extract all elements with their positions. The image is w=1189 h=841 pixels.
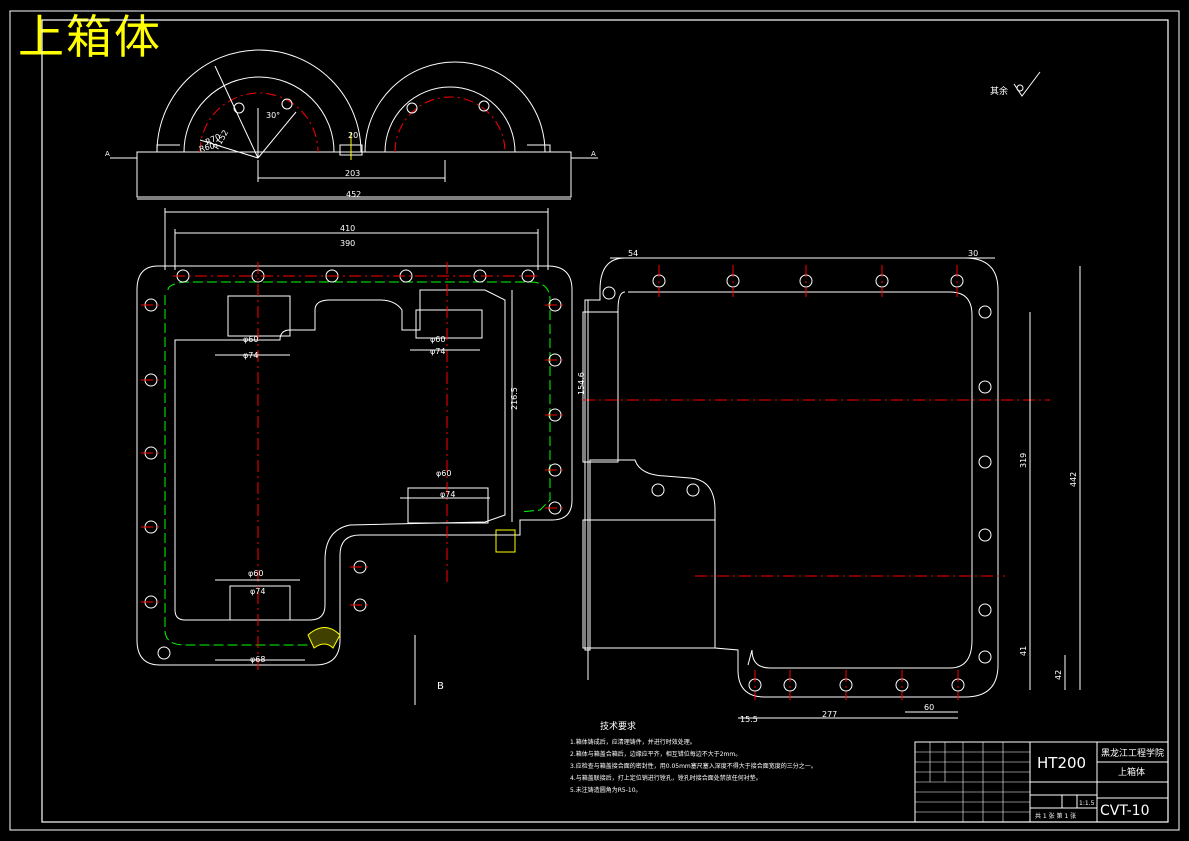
view-label-b: B [437,681,444,692]
title-block-part-name: 上箱体 [1118,766,1145,778]
dim-30: 30 [968,249,978,258]
dim-277: 277 [822,710,837,719]
tech-req-line-4: 4.与箱盖联接后，打上定位销进行镗孔，镗孔时接合面处禁放任何衬垫。 [570,774,762,782]
title-block-scale: 1:1.5 [1079,800,1095,807]
dim-442: 442 [1069,472,1078,487]
dim-phi60-b: φ60 [430,335,445,344]
dim-phi60-d: φ60 [248,569,263,578]
title-block-material: HT200 [1037,754,1086,772]
tech-req-line-1: 1.箱体铸成后，应清理铸件，并进行时效处理。 [570,738,696,746]
dim-154-6: 154.6 [577,372,586,395]
outer-border [9,10,1180,831]
dim-410: 410 [340,224,355,233]
section-mark-left: A [105,150,110,158]
front-bolts [144,269,562,660]
dim-390: 390 [340,239,355,248]
dim-r60: R60 [198,141,216,154]
top-view [110,49,598,200]
tech-req-line-3: 3.应检查与箱盖接合面的密封性，用0.05mm塞尺塞入深度不得大于接合面宽度的三… [570,762,817,770]
title-block-school: 黑龙江工程学院 [1101,747,1164,759]
dim-30deg: 30° [266,111,280,120]
dim-452: 452 [346,190,361,199]
side-bolts [602,274,992,692]
dim-203: 203 [345,169,360,178]
top-view-base [136,151,572,198]
dim-319: 319 [1019,453,1028,468]
tech-req-heading: 技术要求 [600,720,636,732]
roughness-note: 其余 [990,85,1008,97]
dim-phi60-a: φ60 [243,335,258,344]
title-block-sheet: 共 1 张 第 1 张 [1035,812,1076,820]
dim-60: 60 [924,703,934,712]
tech-req-line-2: 2.箱体与箱盖合箱后，边缘应平齐，相互错位每边不大于2mm。 [570,750,741,758]
tech-req-line-5: 5.未注铸造圆角为R5-10。 [570,786,642,794]
dim-41: 41 [1019,646,1028,656]
dim-phi68: φ68 [250,655,265,664]
dim-15-5: 15.5 [740,715,758,724]
dim-phi74-c: φ74 [440,490,455,499]
side-view [582,257,1081,719]
dim-216-5: 216.5 [510,387,519,410]
inner-border [41,19,1169,823]
dim-phi74-a: φ74 [243,351,258,360]
front-view [136,208,573,705]
dim-20: 20 [348,131,358,140]
dim-phi60-c: φ60 [436,469,451,478]
dim-42: 42 [1054,670,1063,680]
title-block [914,741,1169,823]
dim-54: 54 [628,249,638,258]
dim-phi74-d: φ74 [250,587,265,596]
section-mark-right: A [591,150,596,158]
title-block-drawing-no: CVT-10 [1100,803,1150,819]
dim-phi74-b: φ74 [430,347,445,356]
roughness-symbol-icon [1013,71,1041,97]
